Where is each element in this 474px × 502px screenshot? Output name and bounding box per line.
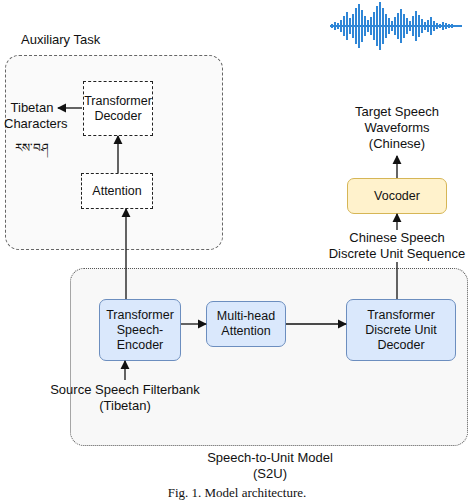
- figure-caption: Fig. 1. Model architecture.: [0, 485, 474, 501]
- group-heading: Speech-to-Unit Model (S2U): [195, 450, 345, 482]
- output-arrow: [396, 156, 397, 178]
- attention-box: Multi-head Attention: [206, 301, 286, 347]
- text-label: Target Speech Waveforms (Chinese): [347, 104, 447, 152]
- decoder-box: Transformer Discrete Unit Decoder: [346, 299, 456, 361]
- text-label: Source Speech Filterbank (Tibetan): [50, 382, 200, 414]
- text-label: རས་བཤ: [4, 140, 60, 156]
- vocoder-box: Vocoder: [347, 178, 447, 214]
- node-text: Transformer Discrete Unit Decoder: [347, 308, 455, 353]
- node-text: Attention: [92, 184, 141, 199]
- node-text: Multi-head Attention: [207, 309, 285, 339]
- text-label: Tibetan Characters: [4, 100, 60, 132]
- encoder-box: Transformer Speech-Encoder: [99, 299, 181, 361]
- group-heading: Auxiliary Task: [21, 32, 171, 48]
- node-text: Transformer Decoder: [84, 94, 152, 124]
- waveform: [330, 2, 462, 50]
- node-text: Transformer Speech-Encoder: [100, 308, 180, 353]
- decoder-box: Transformer Decoder: [83, 81, 153, 136]
- edge-label: Chinese Speech Discrete Unit Sequence: [327, 230, 467, 262]
- attention-box: Attention: [81, 173, 153, 209]
- group-box: Speech-to-Unit Model (S2U)Transformer Sp…: [70, 268, 468, 446]
- node-text: Vocoder: [374, 189, 420, 204]
